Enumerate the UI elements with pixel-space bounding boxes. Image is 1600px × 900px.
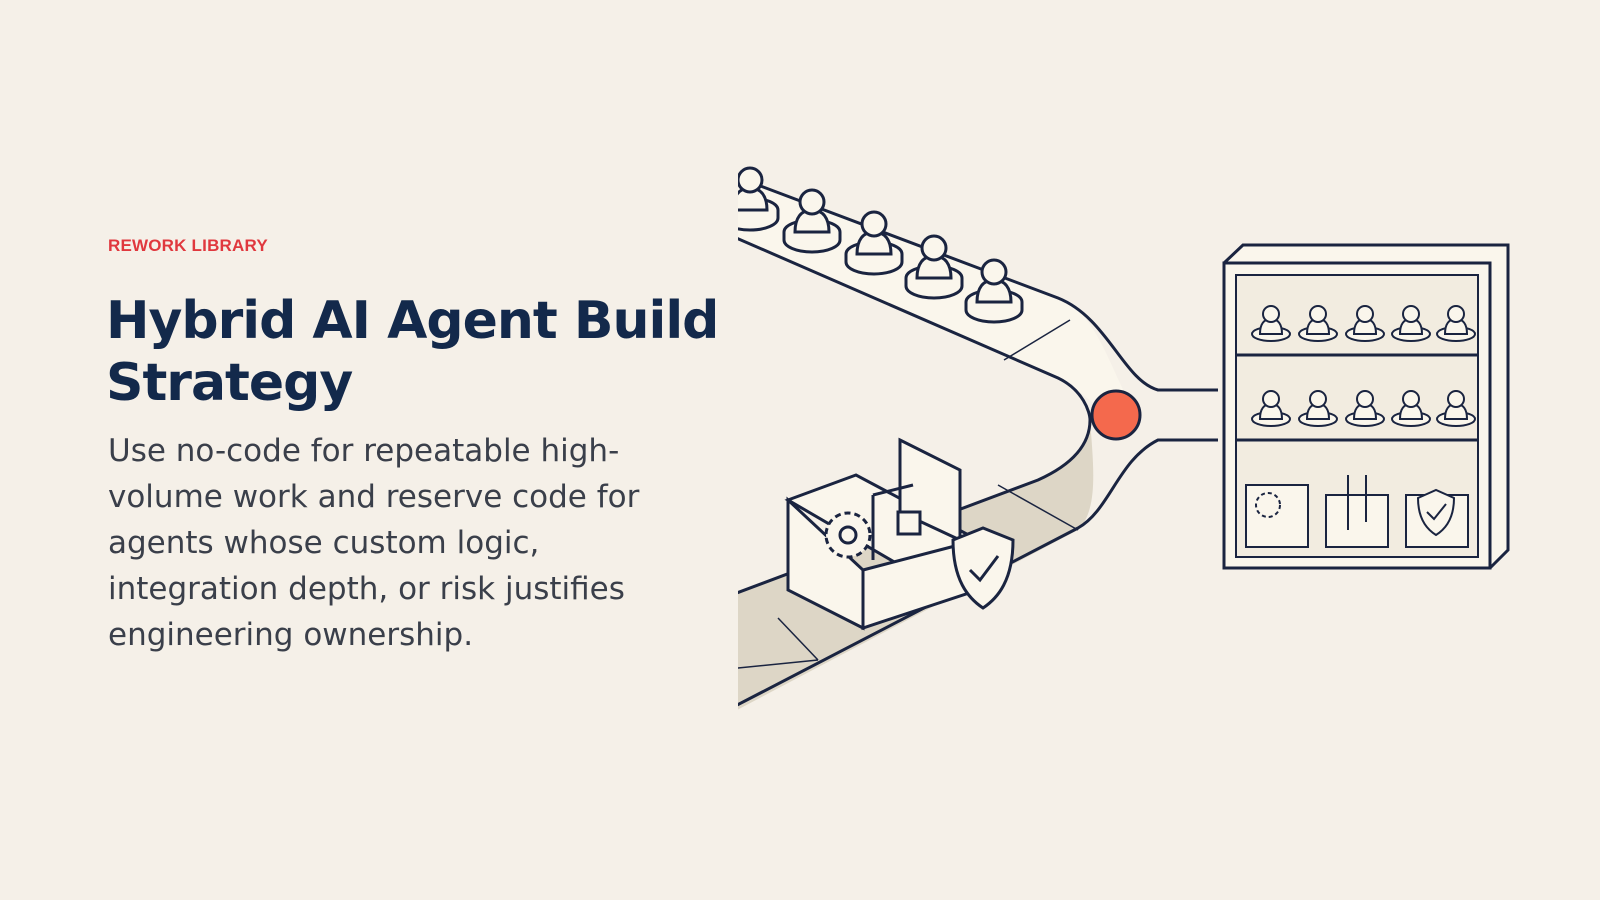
shelf-cabinet-icon [1222, 243, 1510, 570]
hybrid-pipeline-illustration [738, 166, 1510, 710]
upper-conveyor [738, 166, 1218, 421]
shield-check-icon [951, 526, 1015, 610]
eyebrow-label: REWORK LIBRARY [108, 236, 268, 255]
page-title: Hybrid AI Agent Build Strategy [106, 291, 719, 413]
code-workbench [784, 437, 1015, 631]
body-text: Use no-code for repeatable high-volume w… [108, 433, 640, 653]
gear-icon [824, 511, 872, 559]
junction-node-icon [1090, 389, 1142, 441]
tool-icon [871, 483, 922, 560]
